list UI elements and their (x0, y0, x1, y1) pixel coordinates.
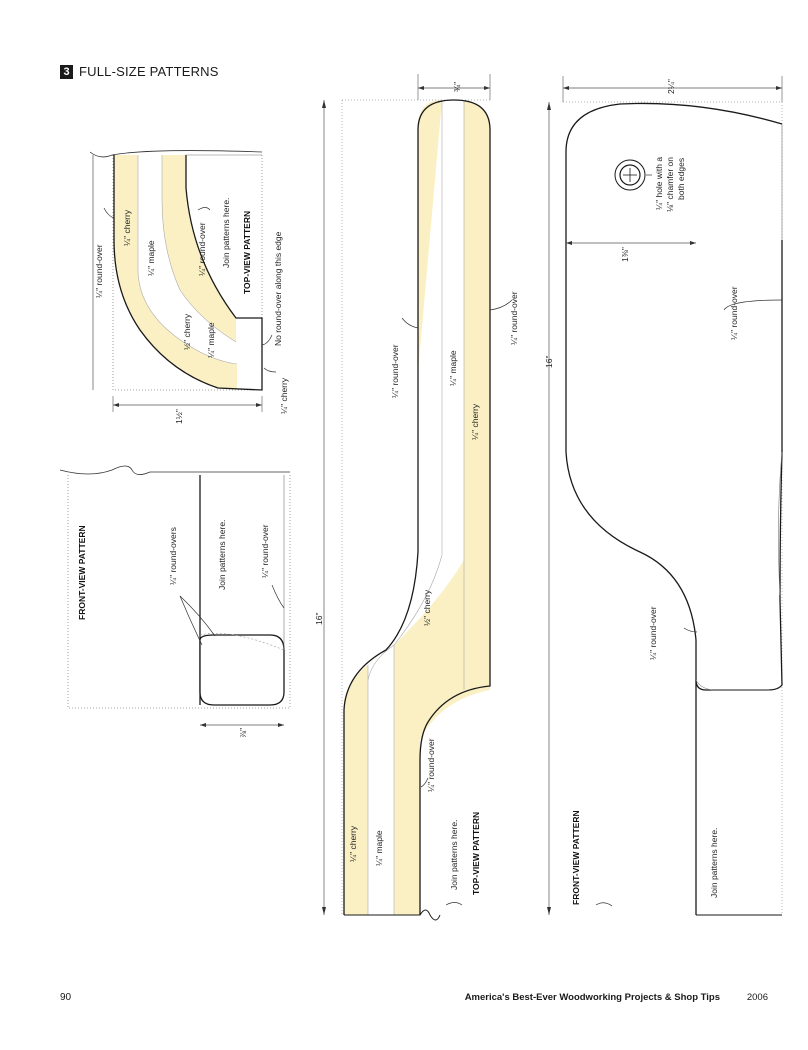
p3-roundover-right-label: ¼" round-over (509, 291, 519, 345)
small-front-view-pattern (59, 465, 291, 727)
p4-width-dim: 2¼" (666, 79, 676, 94)
p3-roundover-bottom-label: ¼" round-over (426, 738, 436, 792)
p4-length-dim: 16" (544, 356, 554, 368)
p3-join-label: Join patterns here. (449, 820, 459, 890)
p4-roundover-left-label: ¼" round-over (648, 606, 658, 660)
p3-maple-bottom-label: ¼" maple (374, 830, 384, 866)
p1-width-dim: 1½" (174, 409, 184, 424)
section-number-badge: 3 (60, 64, 73, 79)
p3-cherry-top-label: ¼" cherry (470, 403, 480, 440)
p1-maple-bottom-label: ¼" maple (206, 322, 216, 358)
p4-offset-dim: 1⅜" (620, 247, 630, 262)
p3-length-dim: 16" (314, 613, 324, 625)
p2-join-label: Join patterns here. (217, 520, 227, 590)
p2-roundover-label: ¼" round-over (260, 524, 270, 578)
p4-roundover-right-label: ¼" round-over (729, 286, 739, 340)
p3-roundover-left-label: ¼" round-over (390, 344, 400, 398)
tall-top-view-pattern (322, 74, 513, 921)
p4-hole-note-2: ⅛" chamfer on (665, 157, 675, 212)
p3-maple-top-label: ¼" maple (448, 350, 458, 386)
p1-no-roundover-label: No round-over along this edge (273, 231, 283, 346)
p1-top-view-title: TOP-VIEW PATTERN (242, 211, 252, 294)
p2-front-view-title: FRONT-VIEW PATTERN (77, 525, 87, 620)
page-number: 90 (60, 992, 72, 1003)
tall-front-view-pattern (547, 76, 783, 916)
p3-width-dim: ¾" (452, 82, 462, 92)
p4-front-view-title: FRONT-VIEW PATTERN (571, 810, 581, 905)
p1-join-label: Join patterns here. (221, 198, 231, 268)
book-title: America's Best-Ever Woodworking Projects… (464, 992, 720, 1003)
p4-hole-note-3: both edges (676, 158, 686, 200)
p1-roundover-right-label: ¼" round-over (197, 222, 207, 276)
small-top-view-pattern (89, 150, 277, 412)
p1-roundover-left-label: ¼" round-over (94, 244, 104, 298)
p3-cherry-bottom-label: ¼" cherry (348, 825, 358, 862)
p1-maple-top-label: ¼" maple (146, 240, 156, 276)
p4-join-label: Join patterns here. (709, 828, 719, 898)
p1-cherry-half-label: ½" cherry (182, 313, 192, 350)
publication-year: 2006 (746, 992, 768, 1003)
p3-cherry-half-label: ½" cherry (422, 589, 432, 626)
p2-depth-dim: ⅞" (238, 728, 248, 738)
p1-cherry-top-label: ¼" cherry (122, 209, 132, 246)
p4-hole-note-1: ¼" hole with a (654, 157, 664, 210)
section-title: FULL-SIZE PATTERNS (79, 64, 219, 79)
section-header: 3 FULL-SIZE PATTERNS (60, 64, 219, 79)
p2-roundovers-label: ¼" round-overs (168, 527, 178, 585)
p1-cherry-bottom-label: ¼" cherry (279, 377, 289, 414)
p3-top-view-title: TOP-VIEW PATTERN (471, 812, 481, 895)
